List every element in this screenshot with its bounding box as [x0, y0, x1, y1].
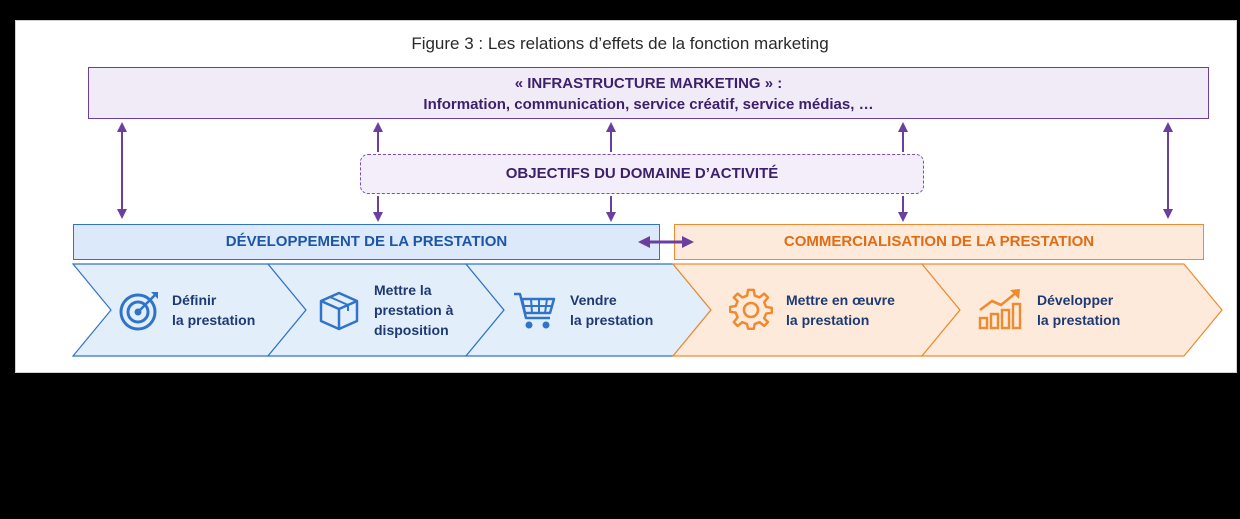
growth-chart-icon: [978, 289, 1022, 330]
infrastructure-box: « INFRASTRUCTURE MARKETING » : Informati…: [88, 67, 1209, 119]
objectives-box: OBJECTIFS DU DOMAINE D’ACTIVITÉ: [360, 154, 924, 194]
gear-icon: [729, 288, 773, 331]
cart-icon: [514, 292, 556, 329]
step-provide-line3: disposition: [374, 322, 449, 338]
figure-title: Figure 3 : Les relations d’effets de la …: [411, 34, 829, 53]
target-icon: [119, 292, 158, 331]
box-icon: [319, 291, 359, 331]
infrastructure-title: « INFRASTRUCTURE MARKETING » :: [514, 75, 783, 92]
chevron-develop: [920, 263, 1223, 357]
step-define-line1: Définir: [172, 292, 217, 308]
step-implement-line1: Mettre en œuvre: [786, 292, 895, 308]
step-provide-line1: Mettre la: [374, 282, 432, 298]
step-implement-line2: la prestation: [786, 312, 870, 328]
development-bar: DÉVELOPPEMENT DE LA PRESTATION: [73, 224, 660, 260]
step-develop-line2: la prestation: [1037, 312, 1121, 328]
step-develop-line1: Développer: [1037, 292, 1114, 308]
infrastructure-services: Information, communication, service créa…: [423, 96, 874, 113]
step-provide-line2: prestation à: [374, 302, 454, 318]
commercialisation-bar: COMMERCIALISATION DE LA PRESTATION: [674, 224, 1204, 260]
step-sell-line1: Vendre: [570, 292, 617, 308]
step-sell-line2: la prestation: [570, 312, 654, 328]
step-define-line2: la prestation: [172, 312, 256, 328]
